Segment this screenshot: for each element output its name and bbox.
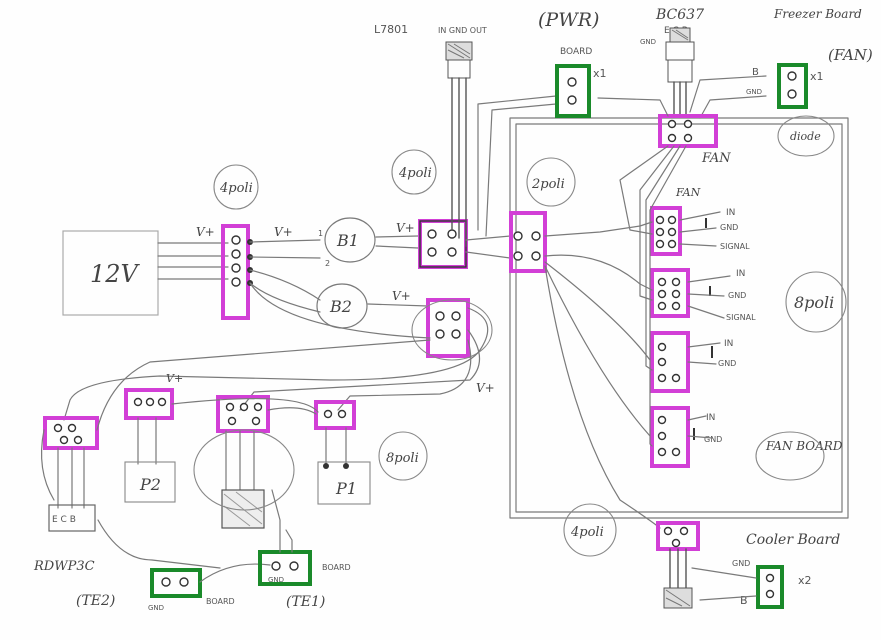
- transistor-gnd: GND: [640, 38, 656, 46]
- fan3-gnd: GND: [718, 359, 736, 368]
- connector-mid-lower: [193, 395, 295, 529]
- diode-label: diode: [790, 130, 821, 143]
- v-plus-label-4: V+: [392, 289, 411, 303]
- board-feed-wires: [544, 97, 687, 529]
- fan4-in: IN: [706, 413, 715, 423]
- b1-component: B1 V+: [324, 217, 419, 263]
- te2-pins: E C B: [52, 515, 76, 525]
- te2-board-label: BOARD: [206, 597, 235, 606]
- main-board-outline: [509, 117, 849, 519]
- fan-header-top: FAN diode: [658, 114, 835, 166]
- cooler-board-label: Cooler Board: [746, 532, 840, 548]
- connector-p2: V+ P2: [124, 372, 183, 503]
- rdwp3c-label: RDWP3C: [33, 559, 95, 574]
- v-plus-label-6: V+: [166, 372, 183, 385]
- v-plus-label-3: V+: [396, 221, 415, 235]
- pwr-label: (PWR): [538, 9, 599, 31]
- fan2-signal: SIGNAL: [726, 313, 756, 322]
- wires-to-b: V+ 1 2: [249, 225, 330, 313]
- regulator-label: L7801: [374, 23, 408, 36]
- bubble-8poli-right: 8poli FAN BOARD: [755, 271, 847, 481]
- te1-gnd-label: GND: [268, 576, 284, 584]
- bus-2poli-label: 2poli: [531, 177, 565, 192]
- misc-wires: [40, 282, 431, 501]
- fan-connector-4: IN GND: [650, 406, 722, 468]
- bus-4poli-bottom-label: 4poli: [570, 525, 604, 540]
- regulator-pins: IN GND OUT: [438, 26, 487, 35]
- te1-label: (TE1): [286, 594, 325, 610]
- fan-connector-2: IN GND SIGNAL: [650, 268, 756, 322]
- fan2-gnd: GND: [728, 291, 746, 300]
- pwr-board: (PWR) BOARD x1: [538, 9, 607, 118]
- bus-8poli-left-label: 8poli: [386, 451, 419, 466]
- cooler-board: Cooler Board 4poli GND B x2: [563, 503, 840, 609]
- cooler-b-label: B: [740, 594, 748, 607]
- fan-connector-1: FAN IN GND SIGNAL: [650, 186, 750, 256]
- freezer-gnd-label: GND: [746, 88, 762, 96]
- te2-label: (TE2): [76, 593, 115, 609]
- fan3-in: IN: [724, 339, 733, 349]
- fan1-gnd: GND: [720, 223, 738, 232]
- b1-label: B1: [336, 231, 359, 250]
- bus-4poli-label: 4poli: [219, 181, 253, 196]
- pwr-x1-label: x1: [593, 67, 607, 80]
- fan-top-label: FAN: [701, 151, 731, 166]
- freezer-b-label: B: [752, 67, 759, 78]
- p1-label: P1: [335, 479, 357, 498]
- connector-p1: P1 8poli: [314, 400, 428, 505]
- fan-board-label: FAN BOARD: [765, 439, 843, 453]
- b2-label: B2: [329, 297, 352, 316]
- bus-8poli-right-label: 8poli: [794, 293, 834, 312]
- connector-4poli-center: 4poli: [391, 149, 468, 269]
- connector-te2: E C B RDWP3C (TE2): [33, 416, 115, 609]
- connector-center-lower: V+: [63, 298, 495, 421]
- freezer-board-label: Freezer Board: [773, 7, 862, 21]
- fan4-gnd: GND: [704, 435, 722, 444]
- psu-wires: V+: [157, 225, 229, 280]
- p2-label: P2: [139, 475, 161, 494]
- bus-4poli-b-label: 4poli: [398, 166, 432, 181]
- connector-2poli: 2poli: [509, 157, 576, 273]
- v-plus-label-1: V+: [196, 225, 215, 239]
- psu-label: 12V: [90, 260, 141, 288]
- transistor-bc637: BC637 E C B GND: [640, 7, 704, 117]
- freezer-x1-label: x1: [810, 70, 824, 83]
- cooler-gnd-label: GND: [732, 559, 750, 568]
- te2-gnd-label: GND: [148, 604, 164, 612]
- fan-mid-label: FAN: [675, 186, 701, 199]
- board-te2: GND BOARD: [97, 519, 271, 612]
- te1-board-label: BOARD: [322, 563, 351, 572]
- connector-4poli-left: 4poli: [213, 164, 259, 320]
- psu-box: 12V: [62, 230, 159, 316]
- fan1-in: IN: [726, 208, 735, 218]
- fan1-signal: SIGNAL: [720, 242, 750, 251]
- freezer-fan-label: (FAN): [828, 46, 873, 64]
- transistor-label: BC637: [655, 7, 704, 23]
- v-plus-label-2: V+: [274, 225, 293, 239]
- wires-center-2poli: [465, 95, 557, 259]
- freezer-board: Freezer Board (FAN) B GND x1: [689, 7, 873, 119]
- regulator-l7801: L7801 IN GND OUT: [374, 23, 487, 247]
- b1-pin-2: 2: [325, 259, 330, 268]
- pwr-board-label: BOARD: [560, 47, 592, 57]
- board-te1: GND BOARD (TE1): [258, 489, 351, 610]
- fan2-in: IN: [736, 269, 745, 279]
- b2-component: B2 V+: [316, 283, 429, 329]
- cooler-x2-label: x2: [798, 574, 812, 587]
- b1-pin-1: 1: [318, 229, 323, 238]
- fan-connector-3: IN GND: [650, 331, 736, 393]
- v-plus-label-5: V+: [476, 381, 495, 395]
